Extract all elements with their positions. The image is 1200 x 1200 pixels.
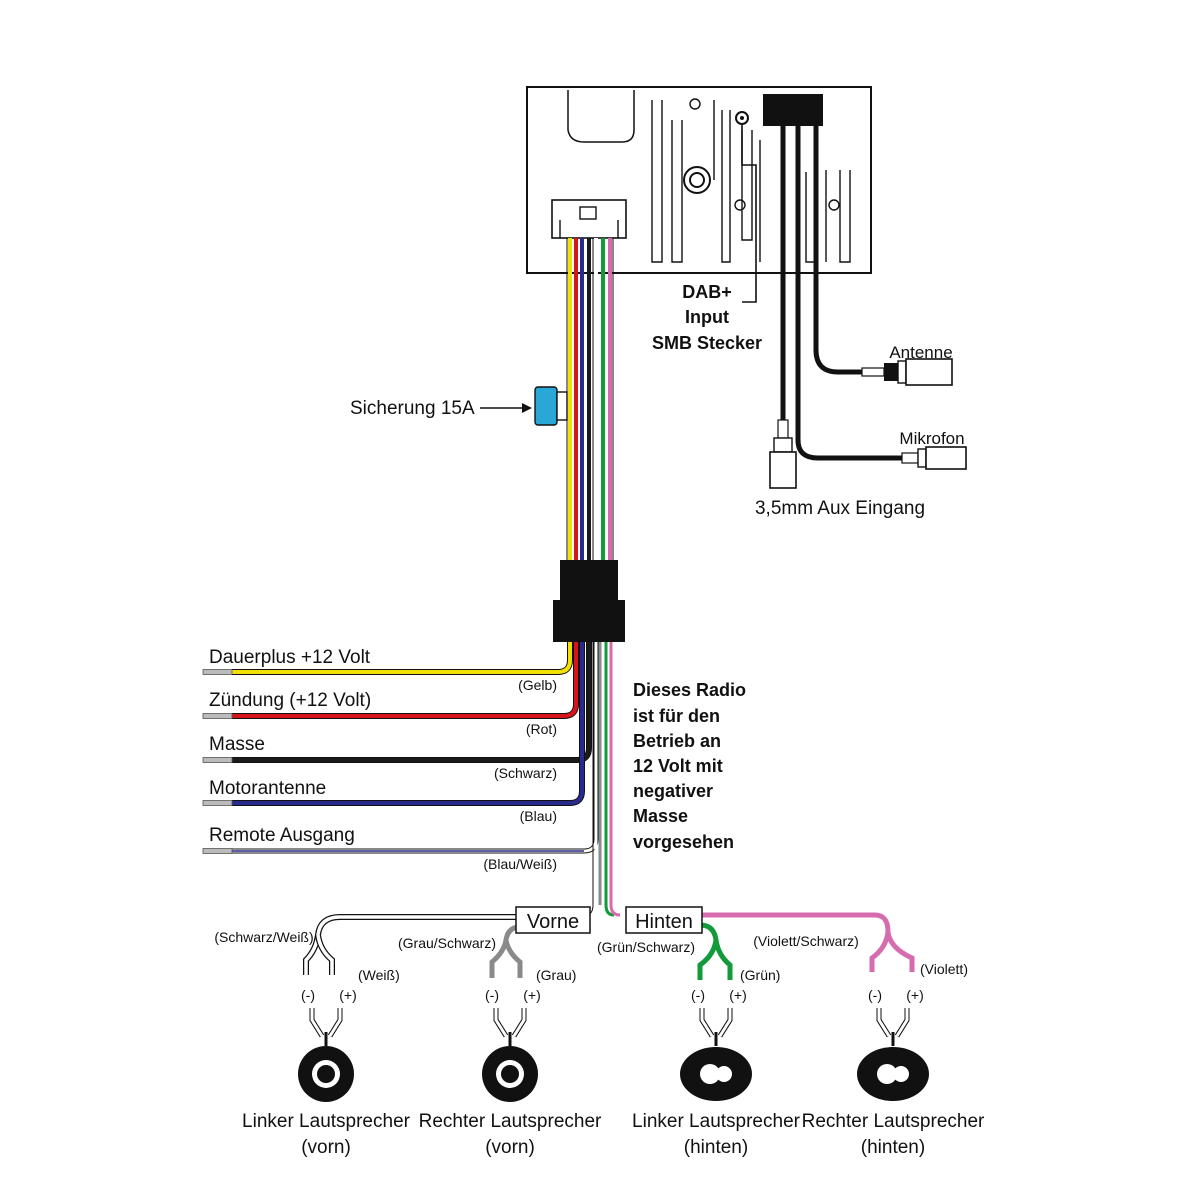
antenna-label: Antenne xyxy=(889,343,952,362)
aux-plug xyxy=(769,419,797,489)
speaker-name: Linker Lautsprecher xyxy=(632,1111,801,1132)
dab-label-1: DAB+ xyxy=(682,282,732,302)
svg-text:ist für den: ist für den xyxy=(633,706,720,726)
polarity-neg: (-) xyxy=(691,987,705,1003)
polarity-neg: (-) xyxy=(301,987,315,1003)
mic-plug xyxy=(901,446,967,470)
power-wire xyxy=(202,642,592,763)
speaker-distribution xyxy=(303,912,915,980)
mic-label: Mikrofon xyxy=(899,429,964,448)
antenna-cable xyxy=(780,126,902,461)
power-wire xyxy=(202,642,585,806)
svg-text:Betrieb an: Betrieb an xyxy=(633,731,721,751)
speaker-position: (hinten) xyxy=(861,1137,925,1158)
wire-color-dauerplus: (Gelb) xyxy=(518,677,557,693)
dab-label-3: SMB Stecker xyxy=(652,333,762,353)
speaker-name: Rechter Lautsprecher xyxy=(419,1111,602,1132)
wire-end xyxy=(202,800,233,806)
rear-label: Hinten xyxy=(635,911,693,933)
wire-label-masse: Masse xyxy=(209,734,265,755)
wire-pos-color: (Grau) xyxy=(536,967,576,983)
wire-neg-color: (Grau/Schwarz) xyxy=(398,935,496,951)
antenna-connector-block xyxy=(763,94,823,126)
speaker-name: Rechter Lautsprecher xyxy=(802,1111,985,1132)
wire-end xyxy=(202,848,233,854)
wire-color-masse: (Schwarz) xyxy=(494,765,557,781)
wire-label-motorantenne: Motorantenne xyxy=(209,778,326,799)
polarity-pos: (+) xyxy=(339,987,357,1003)
speaker: Linker Lautsprecher (vorn) (-) (+) xyxy=(242,987,411,1158)
polarity-neg: (-) xyxy=(868,987,882,1003)
polarity-pos: (+) xyxy=(523,987,541,1003)
radio-unit xyxy=(526,86,872,274)
svg-text:Masse: Masse xyxy=(633,806,688,826)
power-wire xyxy=(202,642,579,719)
wire-label-zuendung: Zündung (+12 Volt) xyxy=(209,690,371,711)
fuse-label: Sicherung 15A xyxy=(350,398,475,419)
speaker: Rechter Lautsprecher (hinten) (-) (+) xyxy=(802,987,985,1158)
wire-neg-color: (Schwarz/Weiß) xyxy=(214,929,313,945)
speaker: Rechter Lautsprecher (vorn) (-) (+) xyxy=(419,987,602,1158)
dab-label-2: Input xyxy=(685,307,729,327)
wire-pos-color: (Violett) xyxy=(920,961,968,977)
speaker-position: (hinten) xyxy=(684,1137,748,1158)
power-wire xyxy=(202,642,573,675)
front-label: Vorne xyxy=(527,911,579,933)
front-junction: Vorne xyxy=(515,906,591,934)
wire-neg-color: (Grün/Schwarz) xyxy=(597,939,695,955)
antenna-plug xyxy=(861,358,953,386)
fuse-icon xyxy=(534,386,568,426)
wire-neg-color: (Violett/Schwarz) xyxy=(753,933,859,949)
wire-color-zuendung: (Rot) xyxy=(526,721,557,737)
svg-text:negativer: negativer xyxy=(633,781,713,801)
harness-connector xyxy=(553,560,625,642)
wire-pos-color: (Grün) xyxy=(740,967,780,983)
power-wires xyxy=(202,642,599,854)
wire-end xyxy=(202,713,233,719)
wire-label-remote: Remote Ausgang xyxy=(209,825,355,846)
wire-label-dauerplus: Dauerplus +12 Volt xyxy=(209,647,371,668)
polarity-pos: (+) xyxy=(906,987,924,1003)
wire-bundle xyxy=(568,238,612,562)
wire-color-remote: (Blau/Weiß) xyxy=(483,856,557,872)
svg-text:Dieses Radio: Dieses Radio xyxy=(633,680,746,700)
speaker: Linker Lautsprecher (hinten) (-) (+) xyxy=(632,987,801,1158)
polarity-neg: (-) xyxy=(485,987,499,1003)
rear-junction: Hinten xyxy=(625,906,703,934)
wire-end xyxy=(202,669,233,675)
wire-end xyxy=(202,757,233,763)
wire-color-motorantenne: (Blau) xyxy=(520,808,557,824)
speaker-position: (vorn) xyxy=(301,1137,351,1158)
svg-text:12 Volt mit: 12 Volt mit xyxy=(633,756,723,776)
note-text: Dieses Radio ist für den Betrieb an 12 V… xyxy=(633,680,746,852)
polarity-pos: (+) xyxy=(729,987,747,1003)
speaker-position: (vorn) xyxy=(485,1137,535,1158)
speaker-name: Linker Lautsprecher xyxy=(242,1111,411,1132)
speakers: Linker Lautsprecher(vorn)(-)(+)Rechter L… xyxy=(214,929,985,1158)
aux-label: 3,5mm Aux Eingang xyxy=(755,498,925,519)
svg-text:vorgesehen: vorgesehen xyxy=(633,832,734,852)
wire-pos-color: (Weiß) xyxy=(358,967,400,983)
